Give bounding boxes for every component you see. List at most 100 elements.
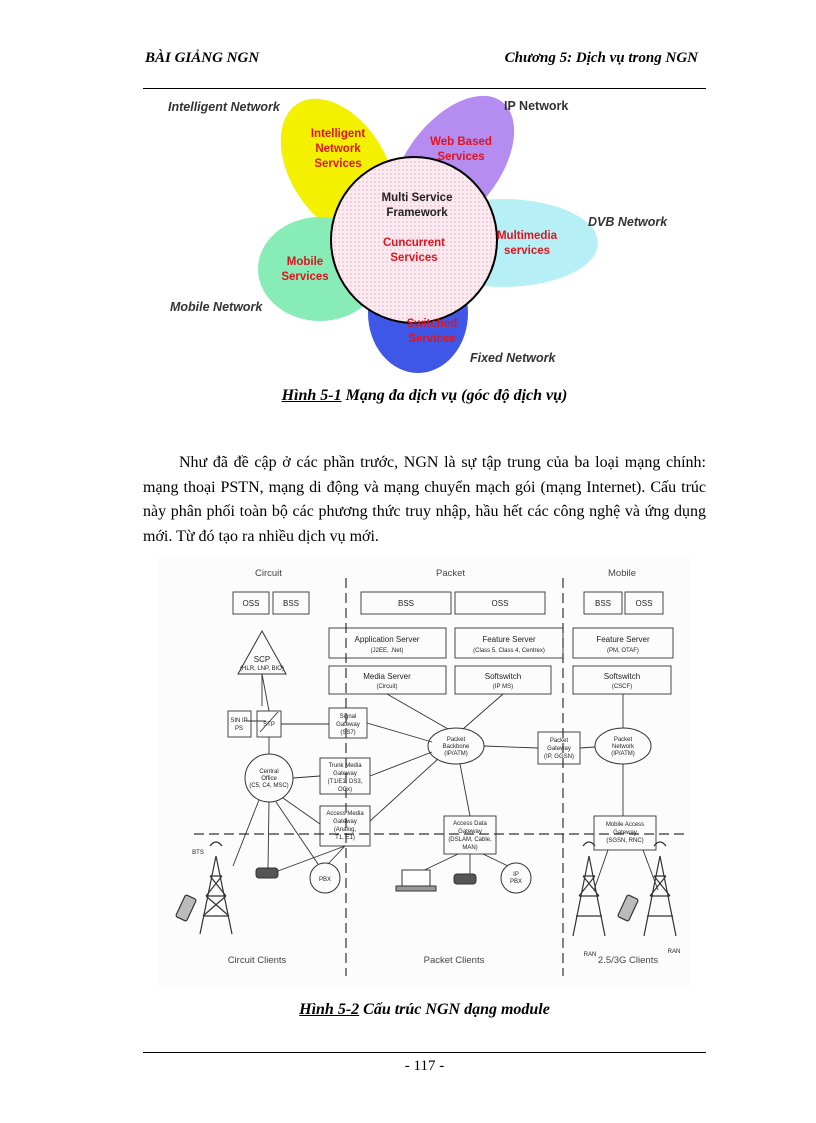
- ran-1: RAN: [584, 952, 597, 958]
- softswitch-m-1: Softswitch: [604, 672, 640, 681]
- packet-gateway-2: Gateway: [547, 746, 571, 752]
- petal-label-intelligent-1: Intelligent: [311, 128, 365, 140]
- packet-backbone-2: Backbone: [443, 744, 470, 750]
- packet-gateway-3: (IP, GGSN): [544, 754, 574, 760]
- figure2-caption: Hình 5-2 Cấu trúc NGN dạng module: [143, 1001, 706, 1019]
- access-media-gw-1: Access Media: [326, 811, 364, 817]
- petal-label-mobile-2: Services: [281, 271, 328, 283]
- trunk-gw-3: (T1/E1, DS3,: [328, 779, 363, 785]
- center-sub-2: Services: [390, 252, 437, 264]
- softswitch-m-2: (CSCF): [612, 684, 632, 690]
- center-sub-1: Cuncurrent: [383, 237, 445, 249]
- clients-circuit: Circuit Clients: [228, 955, 287, 966]
- trunk-gw-2: Gateway: [333, 771, 357, 777]
- petal-label-multimedia-2: services: [504, 245, 550, 257]
- clients-mobile: 2.5/3G Clients: [598, 955, 658, 966]
- box-bss-3: BSS: [595, 599, 611, 608]
- region-circuit: Circuit: [255, 568, 282, 579]
- scp-2: (HLR, LNP, BIO): [240, 666, 284, 672]
- figure-multiservice-network: Intelligent Network IP Network DVB Netwo…: [168, 95, 668, 373]
- signal-gw-1: Signal: [340, 714, 357, 720]
- app-server-1: Application Server: [355, 635, 420, 644]
- ip-pbx-2: PBX: [510, 879, 522, 885]
- access-data-gw-4: MAN): [462, 845, 477, 851]
- app-server-2: (J2EE, .Net): [371, 648, 404, 654]
- media-server-1: Media Server: [363, 672, 411, 681]
- trunk-gw-4: OCx): [338, 787, 352, 793]
- sin-2: PS: [235, 726, 243, 732]
- mobile-access-gw-1: Mobile Access: [606, 822, 644, 828]
- sin-1: SIN IP: [230, 718, 247, 724]
- paragraph-text: Như đã đề cập ở các phần trước, NGN là s…: [143, 454, 706, 545]
- access-data-gw-3: (DSLAM, Cable,: [448, 837, 492, 843]
- access-media-gw-4: T1, E1): [335, 835, 355, 841]
- petal-label-switched-1: Switched: [407, 318, 457, 330]
- body-paragraph: Như đã đề cập ở các phần trước, NGN là s…: [143, 451, 706, 549]
- label-fixed-network: Fixed Network: [470, 351, 556, 365]
- access-media-gw-2: Gateway: [333, 819, 357, 825]
- figure1-caption: Hình 5-1 Mạng đa dịch vụ (góc độ dịch vụ…: [143, 387, 706, 405]
- petal-label-intelligent-3: Services: [314, 158, 361, 170]
- center-circle: [330, 156, 498, 324]
- header-left: BÀI GIẢNG NGN: [145, 50, 260, 66]
- mobile-access-gw-3: (SGSN, RNC): [606, 838, 643, 844]
- petal-label-intelligent-2: Network: [315, 143, 361, 155]
- box-oss-1: OSS: [243, 599, 260, 608]
- access-data-gw-2: Gateway: [458, 829, 482, 835]
- access-media-gw-3: (Analog,: [334, 827, 357, 833]
- signal-gw-2: Gateway: [336, 722, 360, 728]
- stp: STP: [263, 722, 275, 728]
- softswitch-2: (IP MS): [493, 684, 513, 690]
- header-rule: [143, 88, 706, 89]
- figure2-caption-num: Hình 5-2: [299, 1001, 360, 1018]
- page-number: - 117 -: [404, 1058, 445, 1074]
- label-ip-network: IP Network: [504, 99, 568, 113]
- packet-backbone-3: (IP/ATM): [444, 751, 468, 757]
- signal-gw-3: (SS7): [340, 730, 355, 736]
- trunk-gw-1: Trunk Media: [328, 763, 362, 769]
- scp-1: SCP: [254, 655, 270, 664]
- feature-server-1: Feature Server: [482, 635, 536, 644]
- footer-rule: [143, 1052, 706, 1053]
- petal-label-mobile-1: Mobile: [287, 256, 323, 268]
- figure-ngn-modular: Circuit Packet Mobile: [158, 556, 690, 988]
- center-title-1: Multi Service: [382, 192, 453, 204]
- packet-network-2: Network: [612, 744, 635, 750]
- center-title-2: Framework: [386, 207, 448, 219]
- petal-label-switched-2: Services: [408, 333, 455, 345]
- figure1-caption-text: Mạng đa dịch vụ (góc độ dịch vụ): [341, 387, 568, 404]
- feature-server-2: (Class 5, Class 4, Centrex): [473, 648, 545, 654]
- pbx: PBX: [319, 877, 331, 883]
- mobile-access-gw-2: Gateway: [613, 830, 637, 836]
- bts: BTS: [192, 850, 204, 856]
- ip-pbx-1: IP: [513, 872, 519, 878]
- region-mobile: Mobile: [608, 568, 636, 579]
- packet-network-3: (IP/ATM): [611, 751, 635, 757]
- packet-backbone-1: Packet: [447, 737, 466, 743]
- petal-label-web-2: Services: [437, 151, 484, 163]
- central-office-1: Central: [259, 769, 278, 775]
- box-bss-1: BSS: [283, 599, 299, 608]
- figure2-caption-text: Cấu trúc NGN dạng module: [359, 1001, 550, 1018]
- petal-label-multimedia-1: Multimedia: [497, 230, 558, 242]
- packet-gateway-1: Packet: [550, 738, 569, 744]
- media-server-2: (Circuit): [377, 684, 398, 690]
- label-mobile-network: Mobile Network: [170, 300, 263, 314]
- ran-2: RAN: [668, 949, 681, 955]
- region-packet: Packet: [436, 568, 465, 579]
- access-data-gw-1: Access Data: [453, 821, 487, 827]
- label-dvb-network: DVB Network: [588, 215, 668, 229]
- figure1-caption-num: Hình 5-1: [281, 387, 342, 404]
- header-right: Chương 5: Dịch vụ trong NGN: [504, 50, 698, 66]
- clients-packet: Packet Clients: [424, 955, 485, 966]
- box-bss-2: BSS: [398, 599, 414, 608]
- box-oss-2: OSS: [492, 599, 509, 608]
- feature-server-m-1: Feature Server: [596, 635, 650, 644]
- box-oss-3: OSS: [636, 599, 653, 608]
- feature-server-m-2: (PM, OTAF): [607, 648, 639, 654]
- central-office-3: (C5, C4, MSC): [249, 783, 288, 789]
- label-intelligent-network: Intelligent Network: [168, 100, 281, 114]
- softswitch-1: Softswitch: [485, 672, 521, 681]
- petal-label-web-1: Web Based: [430, 136, 492, 148]
- central-office-2: Office: [261, 776, 277, 782]
